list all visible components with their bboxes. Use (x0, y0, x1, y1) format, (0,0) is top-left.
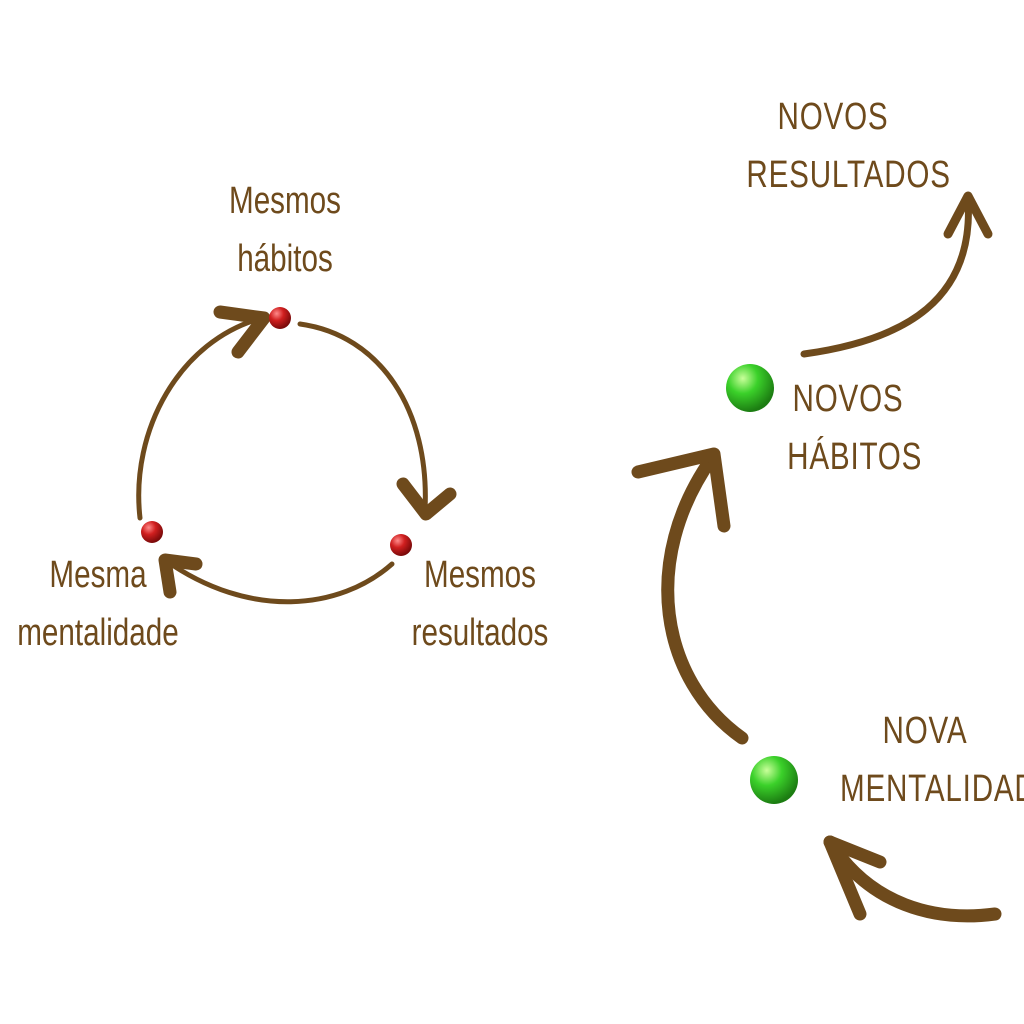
dot-new-mindset (750, 756, 798, 804)
label-new-results-line1: NOVOS (777, 96, 889, 138)
arc-habits-to-results (297, 321, 428, 513)
arrowhead-mindset (158, 553, 203, 599)
label-old-results-line2: resultados (411, 612, 549, 654)
label-old-habits: Mesmos hábitos (219, 172, 352, 288)
dot-new-habits (726, 364, 774, 412)
arrowhead-habits (213, 305, 271, 359)
label-old-results-line1: Mesmos (423, 554, 536, 596)
label-new-habits-line2: HÁBITOS (787, 436, 923, 478)
label-new-habits-line1: NOVOS (792, 378, 904, 420)
dot-old-habits (269, 307, 291, 329)
label-new-habits: NOVOS HÁBITOS (787, 370, 923, 486)
arc-results-to-mindset (162, 557, 395, 605)
label-old-mindset-line2: mentalidade (17, 612, 179, 654)
arrowhead-new-results (943, 191, 993, 239)
arrowhead-new-habits (631, 447, 731, 533)
label-new-results: NOVOS RESULTADOS (746, 88, 951, 204)
dot-old-mindset (141, 521, 163, 543)
arrowhead-results (396, 477, 457, 521)
arrowhead-new-mindset (823, 835, 887, 921)
label-old-results: Mesmos resultados (406, 546, 554, 662)
label-new-mindset: NOVA MENTALIDADE (839, 702, 1024, 818)
label-old-habits-line1: Mesmos (228, 180, 341, 222)
dot-old-results (390, 534, 412, 556)
label-new-mindset-line1: NOVA (882, 710, 968, 752)
arc-mindset-to-new-habits (661, 451, 749, 745)
label-new-results-line2: RESULTADOS (746, 154, 951, 196)
label-new-mindset-line2: MENTALIDADE (839, 768, 1024, 810)
label-old-habits-line2: hábitos (237, 238, 333, 280)
arc-mindset-to-habits (136, 315, 265, 521)
label-old-mindset-line1: Mesma (49, 554, 147, 596)
arc-habits-to-new-results (800, 194, 972, 358)
label-old-mindset: Mesma mentalidade (12, 546, 184, 662)
